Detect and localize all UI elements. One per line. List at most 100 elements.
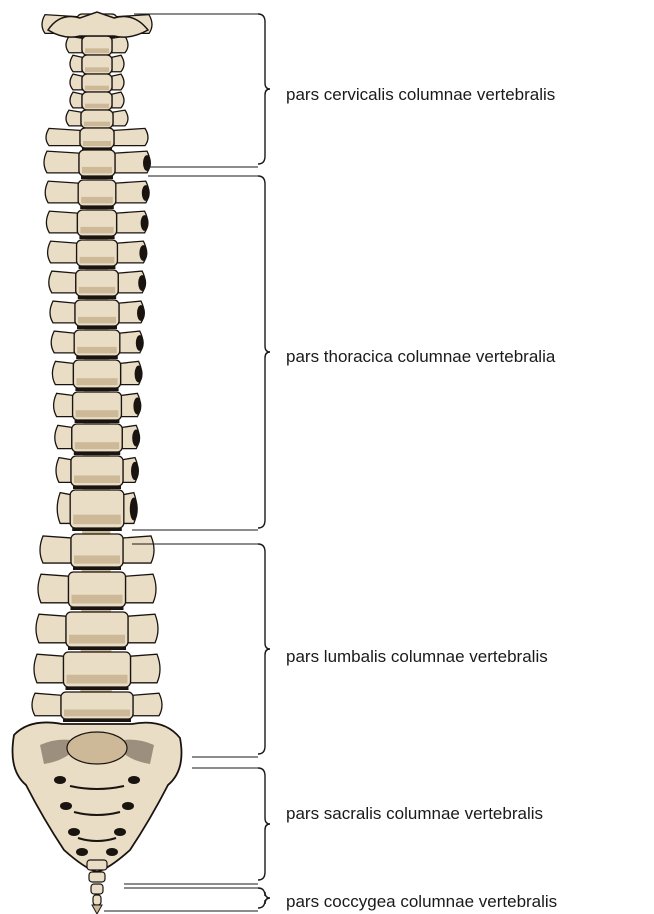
body-shading bbox=[85, 48, 109, 53]
bracket-coccygeal bbox=[104, 888, 270, 911]
thoracic-vertebra-2 bbox=[45, 180, 150, 209]
thoracic-vertebra-11 bbox=[56, 456, 139, 489]
label-lumbar-region: pars lumbalis columnae vertebralis bbox=[286, 647, 548, 667]
body-shading bbox=[72, 595, 123, 604]
transverse-process-right bbox=[123, 536, 154, 563]
body-shading bbox=[78, 317, 116, 324]
body-shading bbox=[80, 227, 113, 234]
transverse-process-left bbox=[46, 211, 77, 233]
coccygeal-segment-1 bbox=[87, 860, 107, 870]
coccyx-tip bbox=[92, 905, 102, 914]
body-shading bbox=[85, 67, 109, 72]
thoracic-vertebra-4 bbox=[48, 240, 148, 269]
transverse-process-left bbox=[46, 128, 80, 145]
transverse-process-left bbox=[32, 693, 61, 716]
rib-facet bbox=[132, 429, 140, 446]
thoracic-vertebra-9 bbox=[54, 392, 142, 423]
transverse-process-left bbox=[54, 393, 73, 416]
body-shading bbox=[83, 141, 111, 146]
body-shading bbox=[77, 347, 117, 354]
rib-facet bbox=[141, 215, 149, 231]
body-shading bbox=[74, 476, 120, 484]
sacral-foramen-8 bbox=[106, 848, 118, 856]
body-shading bbox=[76, 410, 119, 417]
rib-facet bbox=[138, 275, 146, 291]
body-shading bbox=[75, 442, 119, 449]
transverse-process-left bbox=[49, 271, 76, 293]
intervertebral-disc bbox=[73, 486, 121, 489]
transverse-process-left bbox=[34, 654, 64, 683]
thoracic-vertebra-10 bbox=[55, 424, 140, 455]
intervertebral-disc bbox=[75, 388, 118, 391]
intervertebral-disc bbox=[73, 567, 121, 570]
rib-facet bbox=[143, 155, 151, 171]
transverse-process-right bbox=[126, 574, 157, 603]
intervertebral-disc bbox=[72, 528, 122, 531]
label-coccygeal-region: pars coccygea columnae vertebralis bbox=[286, 892, 557, 912]
rib-facet bbox=[142, 185, 150, 201]
intervertebral-disc bbox=[81, 176, 113, 179]
transverse-process-left bbox=[70, 74, 82, 90]
transverse-process-left bbox=[66, 36, 82, 52]
transverse-process-left bbox=[52, 361, 73, 384]
thoracic-vertebra-7 bbox=[51, 330, 144, 359]
lumbar-vertebra-5 bbox=[32, 692, 162, 722]
transverse-process-left bbox=[70, 92, 82, 108]
curly-brace bbox=[258, 176, 270, 528]
transverse-process-left bbox=[36, 614, 66, 643]
transverse-process-left bbox=[66, 110, 81, 126]
transverse-process-right bbox=[112, 74, 124, 90]
thoracic-vertebra-8 bbox=[52, 360, 142, 391]
intervertebral-disc bbox=[79, 236, 114, 239]
transverse-process-right bbox=[112, 55, 124, 71]
thoracic-vertebra-3 bbox=[46, 210, 148, 239]
intervertebral-disc bbox=[71, 607, 124, 610]
rib-facet bbox=[131, 462, 139, 480]
body-shading bbox=[74, 555, 120, 563]
curly-brace bbox=[258, 14, 270, 164]
rib-facet bbox=[133, 397, 141, 414]
intervertebral-disc bbox=[78, 296, 116, 299]
rib-facet bbox=[137, 305, 145, 321]
sacral-foramen-6 bbox=[114, 828, 126, 836]
thoracic-vertebra-1 bbox=[44, 150, 151, 179]
sacral-promontory bbox=[67, 732, 127, 764]
coccygeal-segment-4 bbox=[93, 895, 101, 905]
intervertebral-disc bbox=[77, 326, 117, 329]
thoracic-vertebra-6 bbox=[50, 300, 145, 329]
bracket-cervical bbox=[134, 14, 270, 167]
body-shading bbox=[80, 257, 115, 264]
body-shading bbox=[67, 675, 128, 684]
intervertebral-disc bbox=[79, 266, 116, 269]
sacral-foramen-1 bbox=[54, 776, 66, 784]
rib-facet bbox=[130, 497, 138, 520]
coccyx bbox=[87, 860, 107, 914]
body-shading bbox=[64, 710, 130, 717]
transverse-process-right bbox=[114, 128, 148, 145]
label-sacral-region: pars sacralis columnae vertebralis bbox=[286, 804, 543, 824]
sacrum bbox=[13, 722, 182, 872]
transverse-process-left bbox=[44, 151, 79, 173]
body-shading bbox=[81, 197, 113, 204]
bracket-thoracic bbox=[132, 176, 270, 530]
body-shading bbox=[79, 287, 115, 294]
transverse-process-left bbox=[50, 301, 75, 323]
thoracic-vertebra-5 bbox=[49, 270, 146, 299]
transverse-process-right bbox=[112, 36, 128, 52]
transverse-process-left bbox=[57, 493, 70, 524]
transverse-process-left bbox=[56, 458, 71, 483]
transverse-process-right bbox=[112, 92, 124, 108]
thoracic-vertebra-12 bbox=[57, 490, 138, 531]
transverse-process-left bbox=[51, 331, 74, 353]
rib-facet bbox=[135, 365, 143, 382]
lumbar-vertebra-2 bbox=[38, 572, 156, 610]
transverse-process-left bbox=[45, 181, 78, 203]
body-shading bbox=[85, 104, 109, 109]
rib-facet bbox=[139, 245, 147, 261]
transverse-process-left bbox=[55, 425, 72, 448]
body-shading bbox=[82, 167, 112, 174]
body-shading bbox=[84, 122, 110, 127]
rib-facet bbox=[136, 335, 144, 351]
curly-brace bbox=[258, 544, 270, 754]
sacral-foramen-2 bbox=[128, 776, 140, 784]
